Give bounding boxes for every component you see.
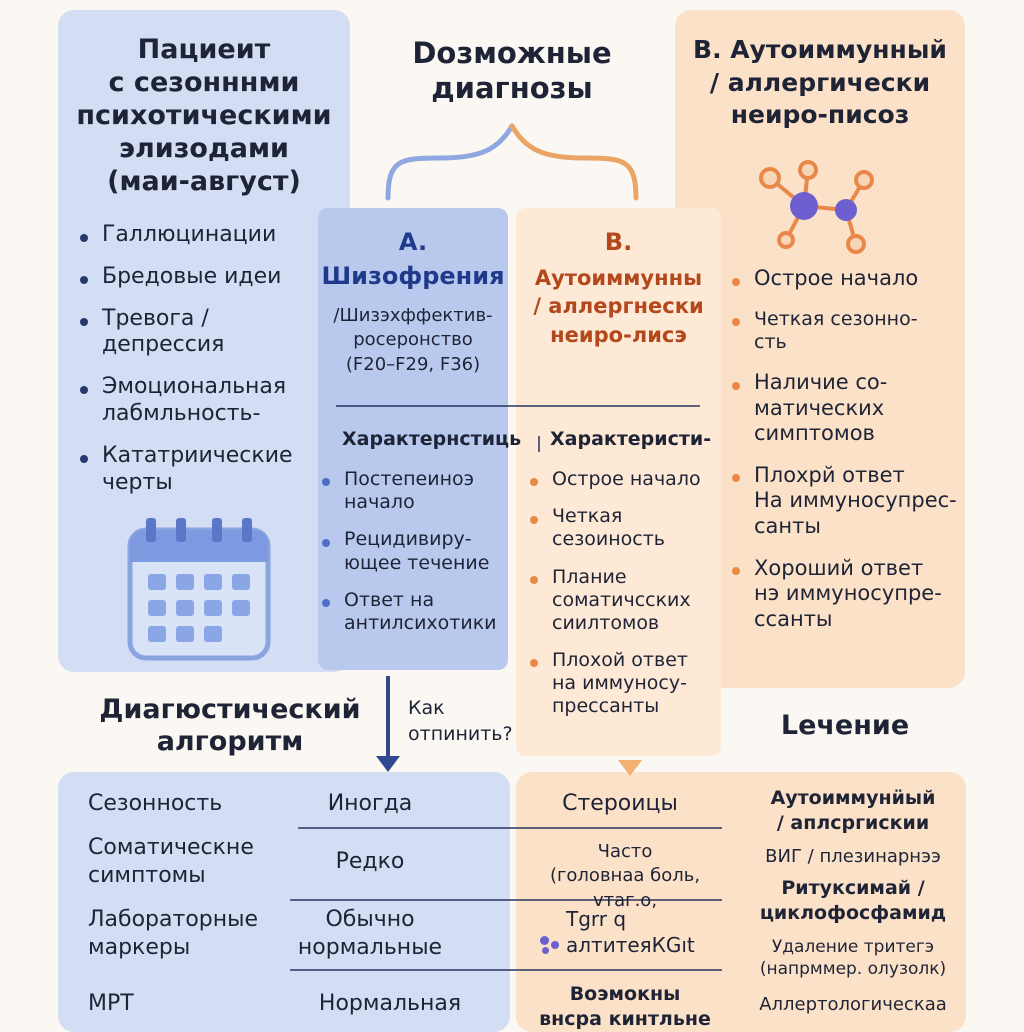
option-a-panel [318, 208, 508, 670]
patient-title: Пациеит с сезонннми психотическими элизо… [76, 34, 332, 197]
list-item: Тревога / депрессия [78, 306, 338, 360]
option-a-name: Шизофрения [321, 262, 505, 290]
table-cell-a: Нормальная [318, 991, 462, 1016]
patient-symptom-list: Галлюцинации Бредовые идеи Тревога / деп… [78, 222, 338, 497]
option-b-panel [516, 208, 721, 756]
calendar-icon [127, 518, 271, 661]
list-item: Четкая сезонно- сть [730, 308, 962, 354]
right-b-panel [675, 10, 965, 688]
list-item: Ответ на антилсихотики [320, 589, 506, 635]
molecule-small-icon [538, 934, 564, 956]
list-item: Наличие со- матических симптомов [730, 370, 962, 447]
list-item: Постепеинoэ начало [320, 468, 506, 514]
option-a-char-title: Характернстиць [342, 428, 522, 450]
list-item: Рецидивиру- ющее течение [320, 528, 506, 574]
option-a-subtitle: /Шизэхффектив- росеронство (F20–F29, F36… [333, 305, 493, 375]
treatment-line: Аллертологическаа [759, 994, 947, 1015]
orange-branch-connector [509, 123, 639, 201]
list-item: Эмоциональная лабмльность- [78, 374, 338, 428]
algorithm-title: Диагюстический алгоритм [99, 694, 361, 758]
list-item: Острое начало [528, 468, 718, 491]
table-cell-b: Часто (головнаа боль, vтаг.о, [549, 841, 701, 911]
algorithm-question: Как отпинить? [408, 697, 513, 745]
table-row-label: МРТ [88, 991, 134, 1016]
treatment-title: Lечение [780, 710, 910, 741]
table-cell-a: Обычно нормальные [297, 907, 443, 960]
algorithm-table-panel [58, 772, 510, 1032]
option-b-letter: B. [604, 228, 633, 256]
treatment-line: Ритуксимай / циклофосфамид [759, 877, 947, 924]
molecule-icon [759, 160, 874, 254]
blue-branch-connector [385, 123, 515, 201]
option-a-list: Постепеинoэ начало Рецидивиру- ющее тече… [320, 468, 506, 635]
list-item: Хороший ответ нэ иммуносупре- ссанты [730, 556, 962, 633]
right-b-list: Острое начало Четкая сезонно- сть Наличи… [730, 266, 962, 632]
list-item: Кататриические черты [78, 443, 338, 497]
list-item: Четкая сезоиность [528, 505, 718, 551]
list-item: Плание соматичcских сиилтомов [528, 566, 718, 636]
down-arrow-head [376, 756, 400, 772]
treatment-line: ВИГ / плезинарнээ [765, 846, 941, 867]
treatment-line: Аутоиммунӥый / аплсргискии [770, 787, 936, 834]
list-item: Острое начало [730, 266, 962, 292]
right-b-title: B. Аутоиммунный / аллергически неиро-пис… [693, 35, 947, 129]
center-title: Dозможные диагнозы [412, 36, 612, 105]
orange-pointer [618, 760, 642, 776]
option-b-list: Острое начало Четкая сезоиность Плание с… [528, 468, 718, 719]
option-b-char-title: Характеристи- [550, 428, 712, 450]
table-cell-b: Bоэмокны внсра кинтльне [539, 983, 711, 1030]
list-item: Плохрй ответ На иммуносупрес- санты [730, 463, 962, 540]
table-row-label: Лабораторные маркеры [88, 907, 259, 960]
list-item: Плохой ответ на иммуносу- прессанты [528, 649, 718, 719]
list-item: Галлюцинации [78, 222, 338, 249]
list-item: Бредовые идеи [78, 264, 338, 291]
table-row-label: Сезонность [88, 791, 223, 816]
treatment-panel [516, 772, 966, 1032]
treatment-line: Удаление тритегэ (напрммер. олузолк) [759, 937, 947, 980]
table-cell-a: Иногда [327, 791, 413, 816]
option-b-name: Аутоиммунны / аллергнески неиро-лисэ [533, 266, 704, 347]
table-cell-b: Стероицы [562, 791, 678, 816]
table-row-label: Соматическне симптомы [88, 835, 254, 888]
option-a-letter: A. [398, 228, 428, 256]
table-cell-a: Редко [335, 849, 405, 874]
table-cell-b: Tgrr q алтитеяКGıt [566, 907, 695, 957]
